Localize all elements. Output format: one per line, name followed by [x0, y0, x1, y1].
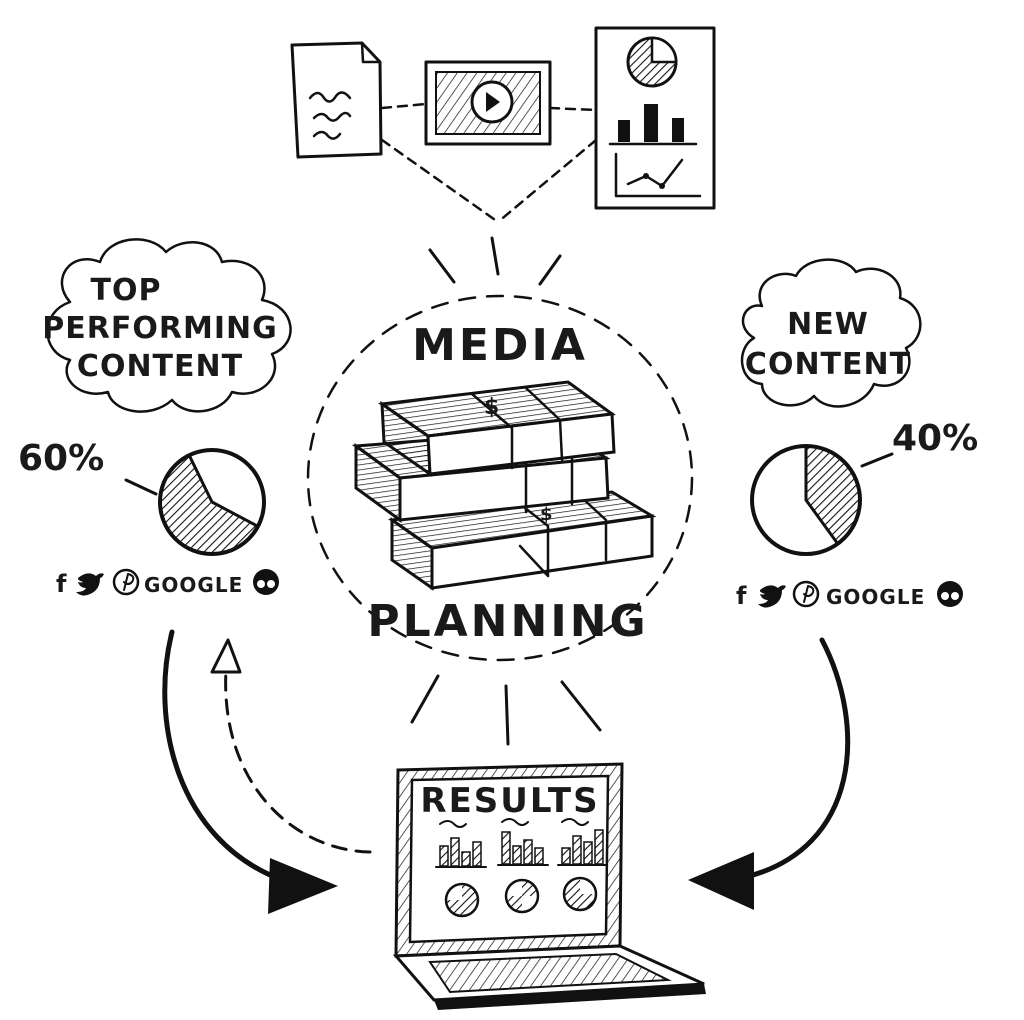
center-dashed-ring [306, 294, 694, 662]
twitter-icon [76, 573, 104, 596]
twitter-icon [758, 585, 786, 608]
svg-text:$: $ [540, 504, 553, 525]
center-title-top: MEDIA [412, 320, 588, 371]
facebook-icon: f [56, 570, 67, 598]
left-dashed-return-arrow [210, 638, 372, 854]
right-solid-arrow [688, 637, 851, 910]
right-percent: 40% [892, 418, 978, 459]
right-social-row: f GOOGLE [736, 580, 963, 610]
left-social-row: f GOOGLE [56, 568, 279, 598]
document-icon [290, 41, 383, 159]
left-cloud-line-1: TOP [91, 273, 162, 308]
right-cloud: NEW CONTENT [740, 258, 922, 408]
right-google-label: GOOGLE [826, 585, 925, 609]
right-percent-pointer [860, 452, 894, 468]
left-cloud-line-3: CONTENT [77, 349, 243, 384]
facebook-icon: f [736, 582, 747, 610]
pie-slice [804, 444, 862, 546]
left-pie-chart [158, 448, 266, 556]
video-icon [424, 60, 552, 146]
left-percent-pointer [124, 478, 158, 496]
laptop-icon: RESULTS [392, 762, 706, 1010]
svg-text:$: $ [484, 395, 499, 420]
laptop-screen-title: RESULTS [420, 781, 599, 821]
pie-slice [158, 453, 260, 556]
radiating-lines [410, 236, 602, 746]
pinterest-icon [792, 580, 820, 608]
center-title-bottom: PLANNING [367, 596, 648, 647]
money-stack-icon: $ $ $ [351, 380, 657, 591]
left-solid-arrow [162, 629, 338, 914]
left-percent: 60% [18, 438, 104, 479]
media-connectors [380, 102, 598, 224]
pinterest-icon [112, 568, 140, 596]
left-cloud-line-2: PERFORMING [42, 311, 277, 346]
glasses-face-icon [937, 581, 963, 607]
right-cloud-line-2: CONTENT [745, 347, 911, 382]
right-cloud-line-1: NEW [787, 307, 869, 342]
left-cloud: TOP PERFORMING CONTENT [42, 238, 292, 413]
left-google-label: GOOGLE [144, 573, 243, 597]
report-icon [594, 26, 716, 210]
right-pie-chart [750, 444, 862, 556]
glasses-face-icon [253, 569, 279, 595]
